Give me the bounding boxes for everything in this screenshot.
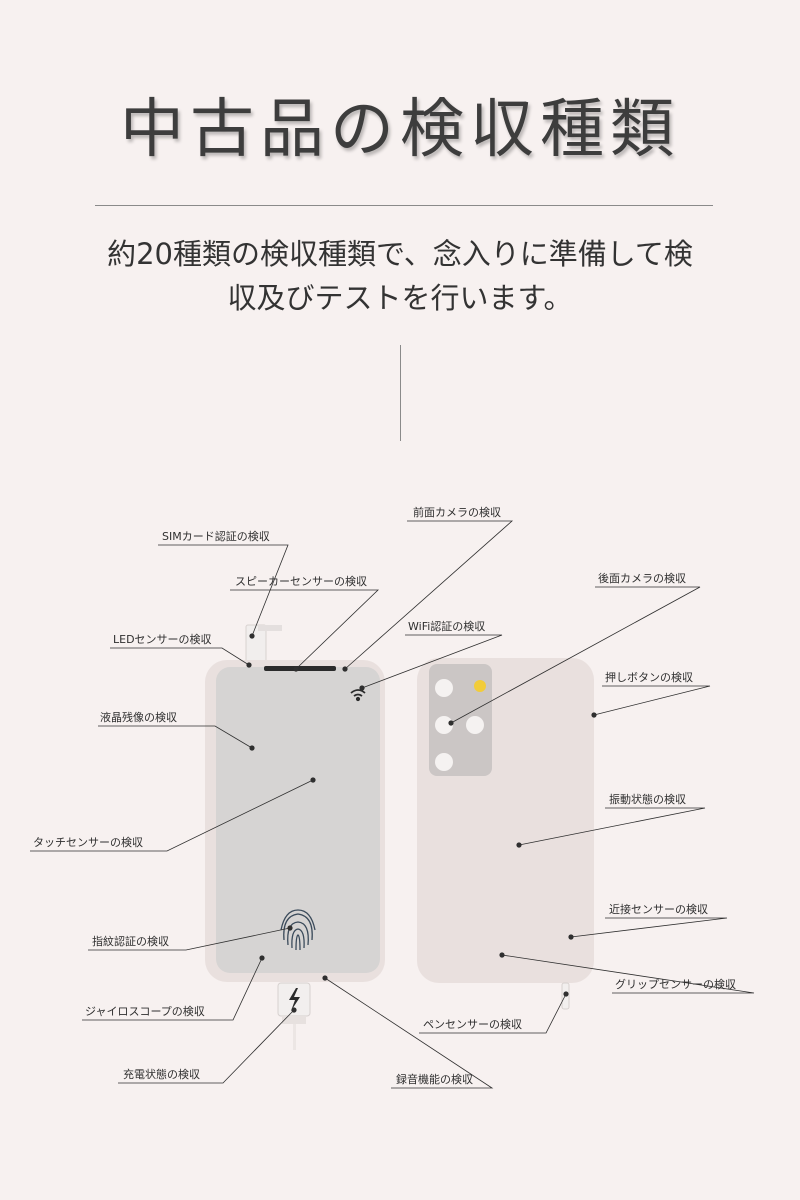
label-sim: SIMカード認証の検収 <box>162 529 270 543</box>
leader-lines <box>30 520 755 1089</box>
charger-cable-head <box>282 1016 306 1024</box>
label-vibration: 振動状態の検収 <box>609 792 686 806</box>
charger-cable <box>293 1024 296 1050</box>
label-gyro: ジャイロスコープの検収 <box>85 1004 205 1018</box>
camera-lens-2 <box>435 716 453 734</box>
intro-text: 約20種類の検収種類で、念入りに準備して検 収及びテストを行います。 <box>0 232 800 320</box>
label-recording: 録音機能の検収 <box>396 1072 473 1086</box>
front-phone <box>205 624 385 1050</box>
label-rear-camera: 後面カメラの検収 <box>598 571 686 585</box>
label-touch: タッチセンサーの検収 <box>33 835 143 849</box>
camera-flash <box>474 680 486 692</box>
label-front-camera: 前面カメラの検収 <box>413 505 501 519</box>
label-proximity: 近接センサーの検収 <box>609 902 708 916</box>
section-divider <box>400 345 401 441</box>
label-fingerprint: 指紋認証の検収 <box>92 934 169 948</box>
label-grip: グリップセンサーの検収 <box>615 977 736 991</box>
label-led: LEDセンサーの検収 <box>113 632 212 646</box>
wifi-icon <box>350 689 366 702</box>
diagram-labels: SIMカード認証の検収 スピーカーセンサーの検収 LEDセンサーの検収 前面カメ… <box>33 505 736 1086</box>
back-phone <box>417 658 594 1010</box>
label-speaker: スピーカーセンサーの検収 <box>235 574 367 588</box>
page-title: 中古品の検収種類 <box>120 93 680 167</box>
title-divider <box>95 205 713 206</box>
camera-lens-3 <box>466 716 484 734</box>
label-charging: 充電状態の検収 <box>123 1067 200 1081</box>
intro-line-2: 収及びテストを行います。 <box>227 281 573 315</box>
camera-lens-1 <box>435 679 453 697</box>
label-wifi: WiFi認証の検収 <box>408 619 485 633</box>
intro-line-1: 約20種類の検収種類で、念入りに準備して検 <box>107 237 693 271</box>
label-pen: ペンセンサーの検収 <box>423 1017 522 1031</box>
speaker-grille <box>264 666 336 671</box>
sim-tray-pin <box>258 625 282 631</box>
lightning-icon <box>289 988 300 1011</box>
leader-dots <box>246 633 597 1013</box>
fingerprint-icon <box>280 909 316 951</box>
camera-lens-4 <box>435 753 453 771</box>
front-phone-screen <box>216 667 380 973</box>
label-push-button: 押しボタンの検収 <box>605 670 693 684</box>
label-lcd: 液晶残像の検収 <box>100 710 177 724</box>
